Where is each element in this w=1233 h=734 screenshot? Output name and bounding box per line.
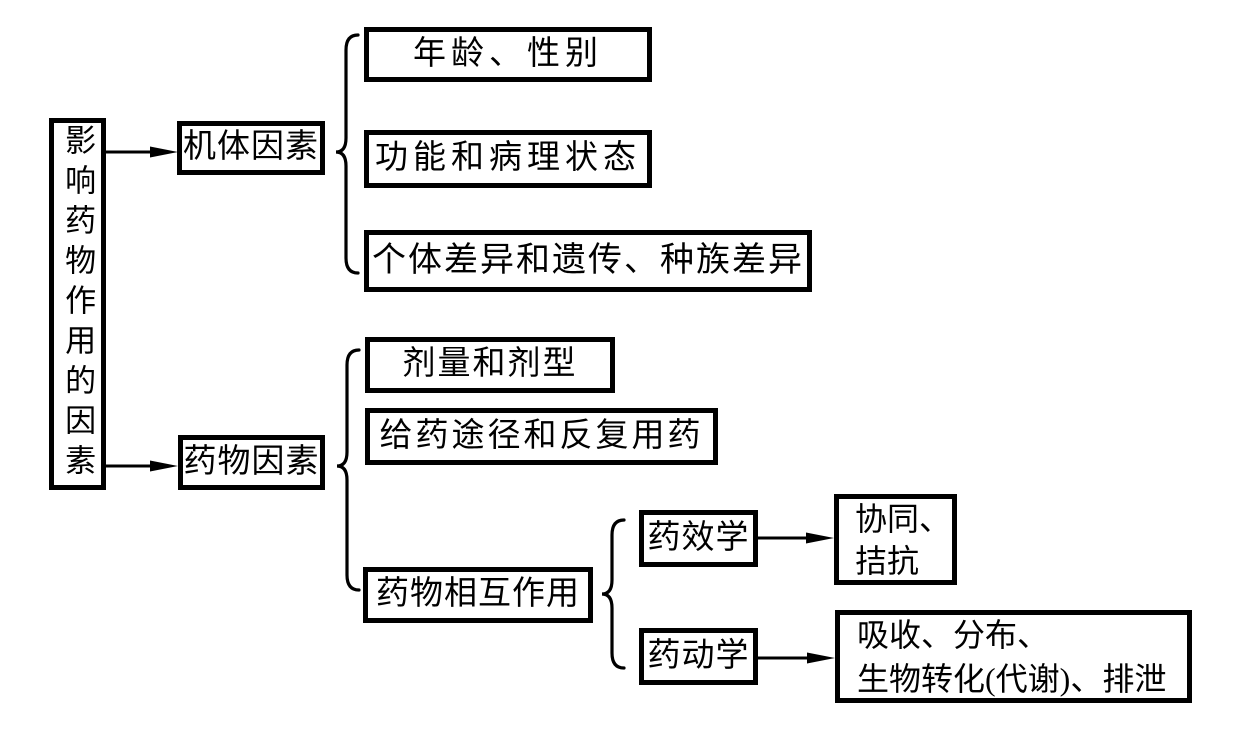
node-individual-genetic: 个体差异和遗传、种族差异 xyxy=(364,230,812,292)
node-pharmacokinetics: 药动学 xyxy=(639,628,758,685)
arrow-connector xyxy=(106,146,178,158)
node-route-repeat: 给药途径和反复用药 xyxy=(365,408,718,465)
node-pd-result: 协同、 拮抗 xyxy=(834,494,957,585)
brace-bracket xyxy=(336,348,361,592)
node-pk-result: 吸收、分布、 生物转化(代谢)、排泄 xyxy=(835,610,1192,703)
node-body-factors: 机体因素 xyxy=(177,121,325,175)
node-age-sex: 年龄、性别 xyxy=(364,27,652,82)
brace-bracket xyxy=(601,518,626,670)
node-dose-form: 剂量和剂型 xyxy=(365,337,615,393)
node-function-pathology: 功能和病理状态 xyxy=(364,130,652,188)
node-root: 影响药物作用的因素 xyxy=(49,118,106,490)
brace-bracket xyxy=(335,33,360,275)
arrow-connector xyxy=(106,460,178,472)
arrow-connector xyxy=(758,652,835,664)
arrow-connector xyxy=(758,532,834,544)
node-pharmacodynamics: 药效学 xyxy=(639,510,758,567)
node-drug-factors: 药物因素 xyxy=(178,435,325,490)
node-drug-interaction: 药物相互作用 xyxy=(363,567,593,623)
